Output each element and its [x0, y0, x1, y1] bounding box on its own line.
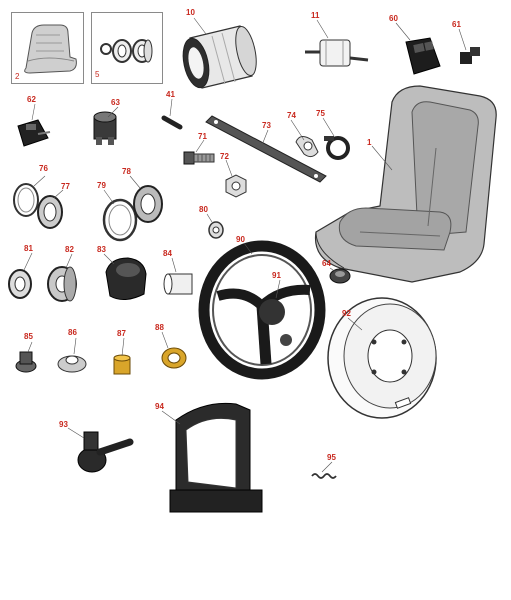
callout-80: 80	[199, 205, 208, 214]
callout-74: 74	[287, 111, 296, 120]
rubber-boot-icon[interactable]	[105, 257, 147, 300]
bearing-cup-icon[interactable]	[102, 198, 138, 242]
callout-87: 87	[117, 329, 126, 338]
callout-60: 60	[389, 14, 398, 23]
callout-41: 41	[166, 90, 175, 99]
lock-cylinder-icon[interactable]	[93, 111, 117, 145]
bearing-kit-icon	[100, 39, 153, 63]
pin-icon[interactable]	[161, 115, 183, 130]
brake-drum-icon[interactable]	[327, 297, 437, 419]
seat-cover-icon	[24, 24, 77, 74]
seat-cover-box[interactable]: 2	[11, 12, 84, 84]
callout-75: 75	[316, 109, 325, 118]
leader-lines	[23, 17, 467, 473]
air-filter-icon[interactable]	[179, 25, 260, 90]
tapered-bearing-icon[interactable]	[37, 195, 63, 229]
callout-72: 72	[220, 152, 229, 161]
callout-82: 82	[65, 245, 74, 254]
steering-wheel-icon[interactable]	[198, 240, 326, 380]
spring-icon[interactable]	[311, 473, 337, 479]
callout-78: 78	[122, 167, 131, 176]
callout-85: 85	[24, 332, 33, 341]
callout-73: 73	[262, 121, 271, 130]
callout-64: 64	[322, 259, 331, 268]
callout-79: 79	[97, 181, 106, 190]
seat-bracket-icon[interactable]	[205, 115, 327, 183]
bearing-kit-box[interactable]: 5	[91, 12, 163, 84]
ball-bearing-icon[interactable]	[8, 269, 32, 299]
box-label-2: 2	[15, 72, 20, 81]
seat-icon[interactable]	[314, 85, 497, 283]
small-switch-icon[interactable]	[460, 47, 480, 64]
callout-10: 10	[186, 8, 195, 17]
hose-clamp-icon[interactable]	[324, 136, 350, 160]
bolt-icon[interactable]	[183, 151, 215, 165]
cap-nut-icon[interactable]	[15, 351, 37, 373]
callout-77: 77	[61, 182, 70, 191]
nut-icon[interactable]	[225, 174, 247, 198]
callout-91: 91	[272, 271, 281, 280]
box-label-5: 5	[95, 70, 100, 79]
washer-icon[interactable]	[161, 347, 187, 369]
clamp-icon[interactable]	[295, 136, 319, 158]
callout-61: 61	[452, 20, 461, 29]
wheel-bearing-icon[interactable]	[47, 266, 77, 302]
roller-bearing-icon[interactable]	[133, 185, 163, 223]
callout-71: 71	[198, 132, 207, 141]
callout-95: 95	[327, 453, 336, 462]
tie-rod-end-icon[interactable]	[77, 431, 134, 473]
callout-90: 90	[236, 235, 245, 244]
ignition-switch-icon[interactable]	[17, 119, 51, 147]
bearing-race-icon[interactable]	[13, 183, 39, 217]
callout-81: 81	[24, 244, 33, 253]
callout-94: 94	[155, 402, 164, 411]
callout-84: 84	[163, 249, 172, 258]
connector-icon[interactable]	[329, 268, 351, 284]
callout-92: 92	[342, 309, 351, 318]
callout-88: 88	[155, 323, 164, 332]
steering-hub-icon[interactable]	[280, 334, 292, 346]
clamp-bracket-icon[interactable]	[169, 402, 263, 513]
fuel-filter-icon[interactable]	[305, 39, 369, 67]
rocker-switch-icon[interactable]	[405, 37, 441, 75]
callout-11: 11	[311, 11, 320, 20]
callout-1: 1	[367, 138, 372, 147]
callout-62: 62	[27, 95, 36, 104]
callout-93: 93	[59, 420, 68, 429]
callout-86: 86	[68, 328, 77, 337]
bushing-icon[interactable]	[163, 273, 193, 295]
callout-76: 76	[39, 164, 48, 173]
small-bearing-icon[interactable]	[208, 221, 224, 239]
callout-83: 83	[97, 245, 106, 254]
brass-bushing-icon[interactable]	[113, 354, 131, 375]
flange-bushing-icon[interactable]	[57, 355, 87, 373]
callout-63: 63	[111, 98, 120, 107]
